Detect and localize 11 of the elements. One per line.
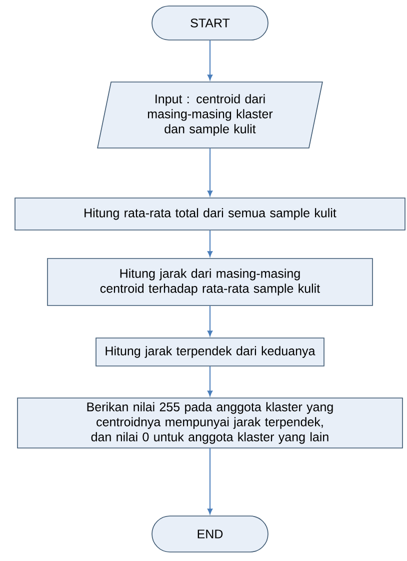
arrow (207, 448, 213, 514)
arrow (207, 366, 213, 396)
process-box: Hitung jarak terpendek dari keduanya (96, 338, 324, 366)
process-box: Hitung rata-rata total dari semua sample kulit (14, 198, 406, 230)
process-box: Berikan nilai 255 pada anggota klaster yang centroidnya mempunyai jarak terpendek, dan nilai 0 untuk anggota klaster yang lain (17, 398, 403, 448)
arrow (207, 40, 213, 80)
process-box: Hitung jarak dari masing-masing centroid terhadap rata-rata sample kulit (47, 258, 373, 306)
arrow (207, 230, 213, 257)
arrow (207, 148, 213, 196)
input-parallelogram: Input : centroid dari masing-masing klaster dan sample kulit (97, 82, 323, 148)
arrow (207, 305, 213, 336)
